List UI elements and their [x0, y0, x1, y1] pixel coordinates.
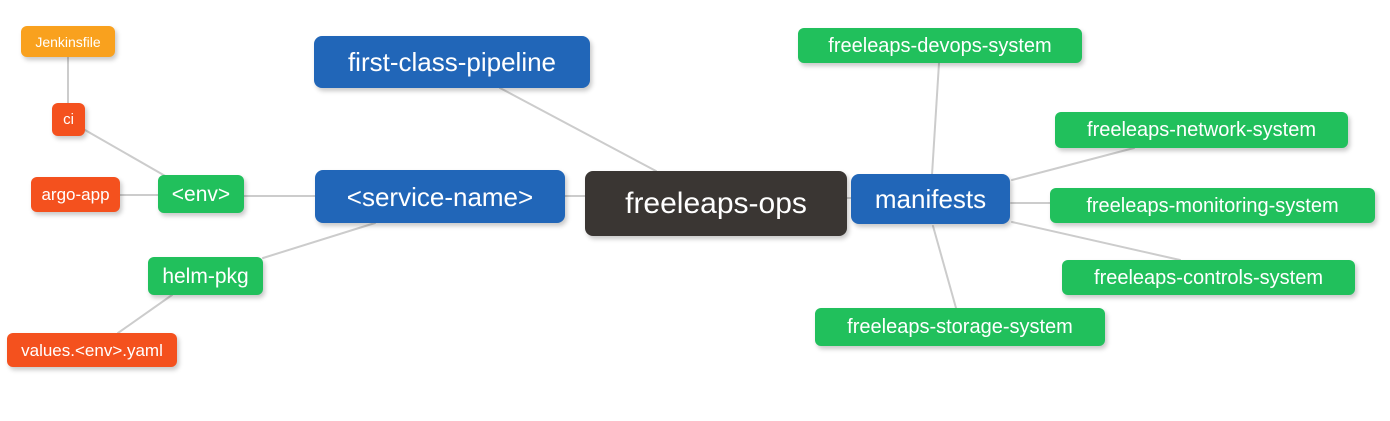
node-devops-system[interactable]: freeleaps-devops-system [798, 28, 1082, 63]
node-ci[interactable]: ci [52, 103, 85, 136]
node-label: freeleaps-controls-system [1094, 266, 1323, 289]
node-network-system[interactable]: freeleaps-network-system [1055, 112, 1348, 148]
node-monitoring-system[interactable]: freeleaps-monitoring-system [1050, 188, 1375, 223]
node-first-class-pipeline[interactable]: first-class-pipeline [314, 36, 590, 88]
node-label: manifests [874, 184, 987, 214]
node-label: freeleaps-ops [625, 186, 807, 220]
node-label: <service-name> [346, 181, 534, 212]
edge-manifests-controls-system [1011, 221, 1181, 261]
node-label: argo-app [41, 185, 110, 204]
node-label: freeleaps-network-system [1087, 119, 1316, 141]
node-controls-system[interactable]: freeleaps-controls-system [1062, 260, 1355, 295]
node-env[interactable]: <env> [158, 175, 244, 213]
node-jenkinsfile[interactable]: Jenkinsfile [21, 26, 115, 57]
node-label: freeleaps-storage-system [847, 316, 1073, 338]
node-label: freeleaps-devops-system [828, 34, 1052, 57]
edge-values-env-yaml-helm-pkg [117, 294, 173, 334]
node-freeleaps-ops[interactable]: freeleaps-ops [585, 171, 847, 236]
node-helm-pkg[interactable]: helm-pkg [148, 257, 263, 295]
edge-manifests-storage-system [932, 225, 957, 309]
node-label: <env> [171, 182, 231, 206]
node-label: freeleaps-monitoring-system [1086, 194, 1339, 217]
edge-manifests-devops-system [931, 62, 940, 176]
node-argo-app[interactable]: argo-app [31, 177, 120, 212]
node-label: helm-pkg [162, 264, 249, 288]
edge-helm-pkg-service-name [262, 222, 376, 259]
node-label: first-class-pipeline [347, 47, 557, 77]
node-manifests[interactable]: manifests [851, 174, 1010, 224]
node-values-env-yaml[interactable]: values.<env>.yaml [7, 333, 177, 367]
node-label: Jenkinsfile [35, 33, 101, 50]
edge-first-class-pipeline-freeleaps-ops [499, 87, 657, 172]
edge-ci-env [84, 129, 168, 178]
node-storage-system[interactable]: freeleaps-storage-system [815, 308, 1105, 346]
node-label: values.<env>.yaml [21, 340, 163, 360]
node-service-name[interactable]: <service-name> [315, 170, 565, 223]
edge-manifests-network-system [1011, 147, 1135, 181]
node-label: ci [63, 111, 74, 128]
